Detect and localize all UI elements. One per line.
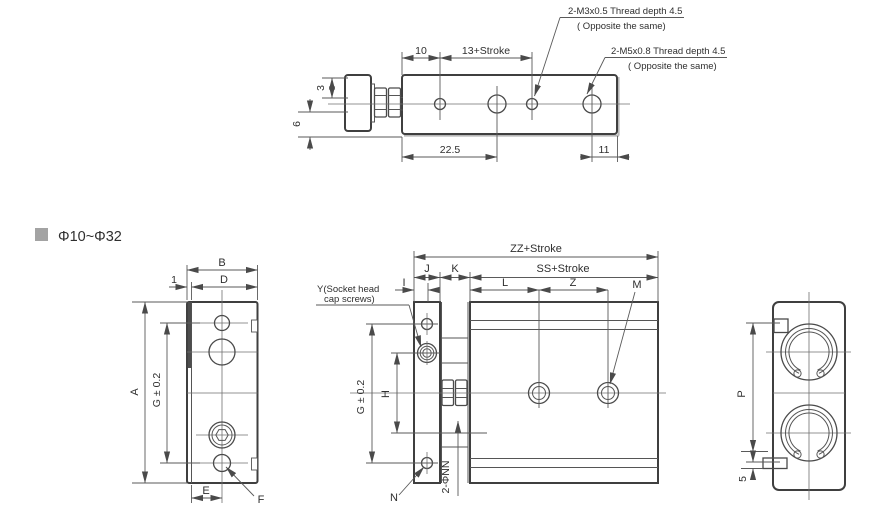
dim-d-label: D	[220, 274, 228, 286]
lock-nuts	[373, 87, 402, 118]
end-port-boss-bottom	[762, 457, 788, 470]
side-view-dimension-lines	[316, 253, 659, 496]
note-m3-thread-line2: ( Opposite the same)	[577, 21, 666, 32]
front-view-dimension-lines	[141, 266, 258, 502]
top-view-dimension-lines	[306, 54, 630, 161]
front-hole-bottom-small	[212, 453, 232, 473]
label-2-phi-nn: 2-ΦNN	[440, 461, 452, 494]
side-view: ZZ+Stroke J K SS+Stroke I L Z M Y(Socket…	[316, 243, 666, 504]
label-f: F	[258, 494, 265, 506]
section-header: Φ10~Φ32	[35, 228, 122, 245]
note-m3-thread-line1: 2-M3x0.5 Thread depth 4.5	[568, 6, 682, 17]
dim-5-label: 5	[737, 476, 749, 482]
dim-zz-stroke-label: ZZ+Stroke	[510, 243, 562, 255]
front-hole-top-small	[213, 314, 231, 332]
section-title: Φ10~Φ32	[58, 229, 122, 245]
top-view: 10 13+Stroke 3 6 22.5 11 2-M3x0.5 Thread…	[291, 6, 727, 162]
thread-note-leaders	[534, 17, 727, 97]
note-y-line1: Y(Socket head	[317, 284, 379, 295]
dim-e-label: E	[202, 485, 209, 497]
dim-l-label: L	[502, 277, 508, 289]
front-hole-crosslines	[187, 322, 258, 464]
dim-a-label: A	[129, 388, 141, 396]
sensor-slot-top	[251, 319, 258, 333]
side-body-outline	[469, 301, 659, 484]
note-m5-thread-line2: ( Opposite the same)	[628, 61, 717, 72]
end-view: P 5	[736, 292, 851, 500]
side-rod-column	[441, 302, 469, 483]
dim-1-label: 1	[171, 274, 177, 286]
dim-3-label: 3	[315, 85, 327, 91]
end-bore-bottom-snap-ring	[780, 404, 838, 462]
dim-22-5-label: 22.5	[440, 144, 461, 156]
dim-6-label: 6	[291, 121, 303, 127]
dim-11-label: 11	[599, 144, 610, 156]
dim-10-label: 10	[415, 45, 427, 57]
dim-j-label: J	[424, 263, 430, 275]
sensor-slot-bottom	[251, 457, 258, 471]
dim-g-side-label: G ± 0.2	[355, 380, 367, 415]
dim-z-label: Z	[570, 277, 577, 289]
label-n: N	[390, 492, 398, 504]
dim-g-front-label: G ± 0.2	[151, 373, 163, 408]
note-m5-thread-line1: 2-M5x0.8 Thread depth 4.5	[611, 46, 725, 57]
dim-k-label: K	[451, 263, 459, 275]
front-bore-hole	[208, 338, 236, 366]
dim-h-label: H	[380, 390, 392, 398]
rod-end-plate	[344, 74, 372, 132]
end-port-boss-top	[773, 318, 789, 334]
cylinder-body-outline	[401, 74, 618, 135]
front-lip-shade	[187, 302, 192, 368]
dim-p-label: P	[736, 390, 748, 397]
front-socket-screw	[208, 421, 236, 449]
side-mounting-plate	[413, 301, 441, 484]
side-view-extension-lines	[366, 251, 659, 464]
dim-i-label: I	[402, 277, 405, 289]
dim-b-label: B	[218, 257, 225, 269]
dim-13-stroke-label: 13+Stroke	[462, 45, 510, 57]
side-body-bands	[470, 320, 658, 468]
note-y-line2: cap screws)	[324, 294, 375, 305]
dim-ss-stroke-label: SS+Stroke	[537, 263, 590, 275]
label-m: M	[632, 279, 641, 291]
end-bore-top-snap-ring	[780, 323, 838, 381]
section-bullet-square	[35, 228, 48, 241]
front-view: B D 1 A G ± 0.2 E F	[129, 257, 265, 506]
